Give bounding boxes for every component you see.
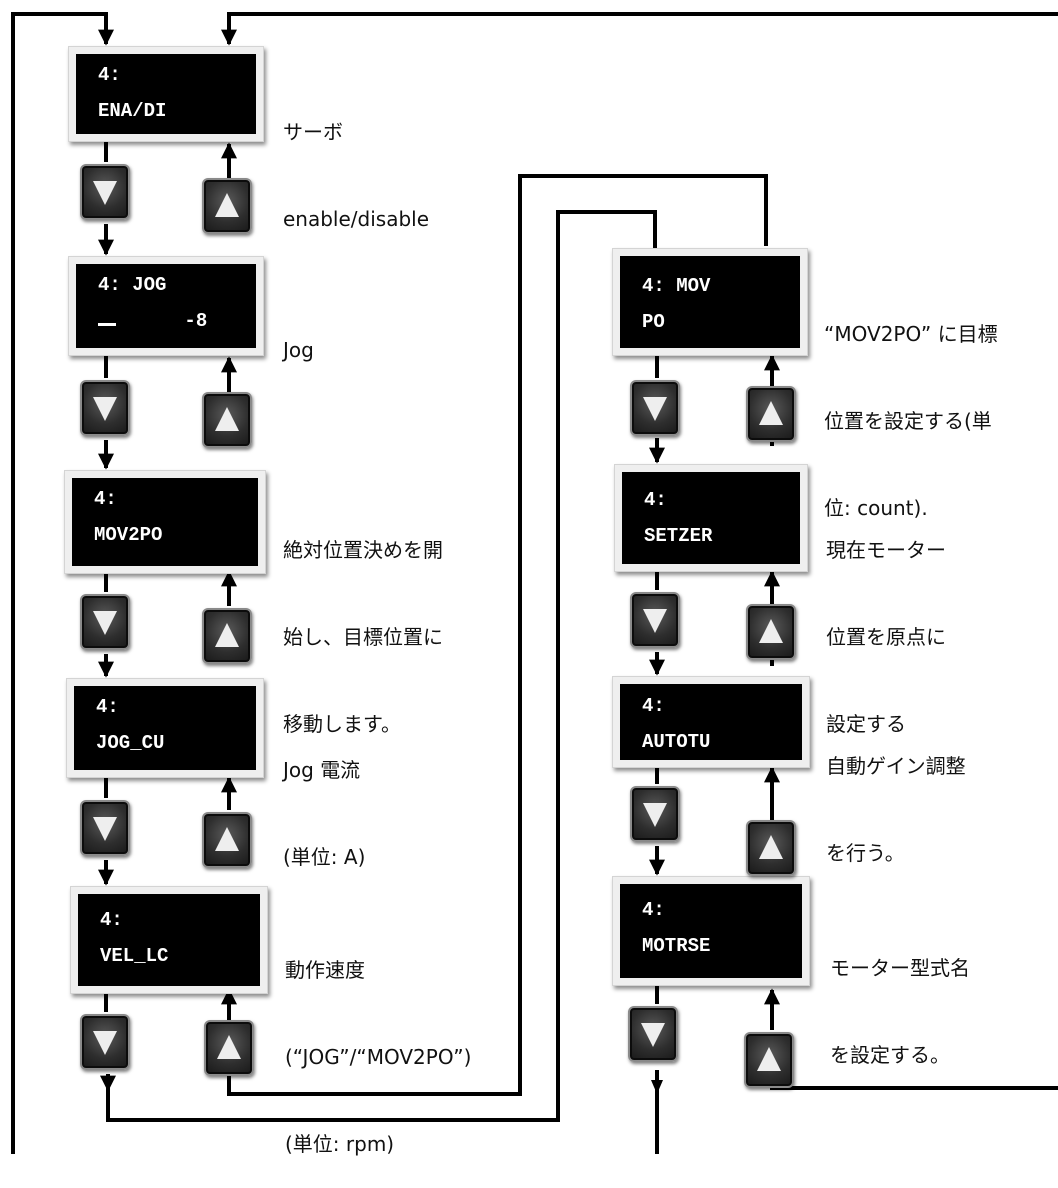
description-line: “MOV2PO” に目標: [824, 322, 998, 346]
description-line: 位置を原点に: [826, 625, 946, 649]
lcd-screen-setzero: 4: SETZER: [614, 464, 808, 572]
description-line: を設定する。: [830, 1043, 950, 1067]
description-line: (“JOG”/“MOV2PO”): [285, 1045, 472, 1069]
description-jog-current: Jog 電流 (単位: A): [283, 698, 365, 901]
description-enable: サーボ enable/disable: [283, 60, 429, 263]
jog-value: -8: [116, 310, 208, 332]
lcd-screen-jog-current: 4: JOG_CU: [66, 678, 264, 778]
description-autotune: 自動ゲイン調整 を行う。: [826, 694, 966, 897]
down-key[interactable]: [80, 380, 130, 436]
up-key[interactable]: [744, 1032, 794, 1088]
lcd-line-1: 4:: [644, 489, 667, 511]
lcd-line-2: ENA/DI: [98, 100, 167, 122]
triangle-down-icon: [93, 1031, 117, 1055]
lcd-line-1: 4:: [94, 488, 117, 510]
description-line: 位: count).: [824, 496, 928, 520]
lcd-line-1: 4:: [98, 64, 121, 86]
down-key[interactable]: [80, 1014, 130, 1070]
triangle-down-icon: [643, 803, 667, 827]
triangle-down-icon: [93, 611, 117, 635]
lcd-line-1: 4: JOG: [98, 274, 167, 296]
triangle-up-icon: [757, 1047, 781, 1071]
lcd-screen-mov2po: 4: MOV2PO: [64, 470, 266, 574]
description-line: 移動します。: [283, 712, 401, 736]
up-key[interactable]: [746, 604, 796, 660]
description-line: enable/disable: [283, 207, 430, 231]
description-jog: Jog: [283, 278, 314, 394]
description-line: 動作速度: [285, 958, 365, 982]
up-key[interactable]: [202, 178, 252, 234]
triangle-up-icon: [215, 193, 239, 217]
description-line: 設定する: [826, 712, 906, 736]
lcd-line-2: MOTRSE: [642, 935, 711, 957]
description-line: サーボ: [283, 120, 343, 144]
triangle-up-icon: [215, 623, 239, 647]
description-line: モーター型式名: [830, 956, 970, 980]
triangle-down-icon: [93, 181, 117, 205]
lcd-screen-enable: 4: ENA/DI: [68, 46, 264, 142]
description-line: 位置を設定する(単: [824, 409, 992, 433]
lcd-line-1: 4:: [96, 696, 119, 718]
lcd-screen-velocity: 4: VEL_LC: [70, 886, 268, 994]
down-key[interactable]: [628, 1006, 678, 1062]
triangle-down-icon: [643, 397, 667, 421]
lcd-screen-jog: 4: JOG -8: [68, 256, 264, 356]
down-key[interactable]: [80, 594, 130, 650]
description-mov2po: 絶対位置決めを開 始し、目標位置に 移動します。: [283, 478, 443, 768]
down-key[interactable]: [80, 800, 130, 856]
triangle-down-icon: [93, 817, 117, 841]
description-line: 始し、目標位置に: [283, 625, 443, 649]
description-motor-select: モーター型式名 を設定する。: [830, 896, 970, 1099]
up-key[interactable]: [202, 392, 252, 448]
lcd-cursor: [98, 323, 116, 326]
lcd-line-1: 4: MOV: [642, 275, 711, 297]
lcd-screen-autotune: 4: AUTOTU: [612, 676, 810, 768]
description-line: 自動ゲイン調整: [826, 754, 966, 778]
triangle-up-icon: [215, 827, 239, 851]
triangle-up-icon: [759, 835, 783, 859]
description-line: 現在モーター: [826, 538, 946, 562]
description-line: (単位: A): [283, 845, 366, 869]
triangle-down-icon: [643, 609, 667, 633]
triangle-down-icon: [641, 1023, 665, 1047]
description-line: Jog: [283, 338, 314, 362]
up-key[interactable]: [202, 608, 252, 664]
description-line: (単位: rpm): [285, 1132, 395, 1156]
lcd-line-2: VEL_LC: [100, 945, 169, 967]
description-line: を行う。: [826, 841, 905, 865]
down-key[interactable]: [630, 786, 680, 842]
description-line: Jog 電流: [283, 758, 361, 782]
lcd-line-2: MOV2PO: [94, 524, 163, 546]
triangle-up-icon: [759, 619, 783, 643]
up-key[interactable]: [746, 386, 796, 442]
lcd-screen-motor-select: 4: MOTRSE: [612, 876, 810, 986]
lcd-line-2: JOG_CU: [96, 732, 165, 754]
triangle-up-icon: [217, 1035, 241, 1059]
lcd-line-2: -8: [98, 309, 256, 345]
description-velocity: 動作速度 (“JOG”/“MOV2PO”) (単位: rpm): [285, 898, 471, 1188]
lcd-screen-mov-po: 4: MOV PO: [612, 248, 808, 356]
description-setzero: 現在モーター 位置を原点に 設定する: [826, 478, 946, 768]
description-mov-po: “MOV2PO” に目標 位置を設定する(単 位: count).: [824, 262, 998, 552]
lcd-line-2: AUTOTU: [642, 731, 711, 753]
triangle-up-icon: [215, 407, 239, 431]
triangle-up-icon: [759, 401, 783, 425]
down-key[interactable]: [630, 380, 680, 436]
lcd-line-1: 4:: [642, 695, 665, 717]
lcd-line-1: 4:: [100, 909, 123, 931]
down-key[interactable]: [630, 592, 680, 648]
up-key[interactable]: [746, 820, 796, 876]
lcd-line-1: 4:: [642, 899, 665, 921]
description-line: 絶対位置決めを開: [283, 538, 443, 562]
lcd-line-2: PO: [642, 311, 665, 333]
down-key[interactable]: [80, 164, 130, 220]
triangle-down-icon: [93, 397, 117, 421]
up-key[interactable]: [204, 1020, 254, 1076]
lcd-line-2: SETZER: [644, 525, 713, 547]
up-key[interactable]: [202, 812, 252, 868]
